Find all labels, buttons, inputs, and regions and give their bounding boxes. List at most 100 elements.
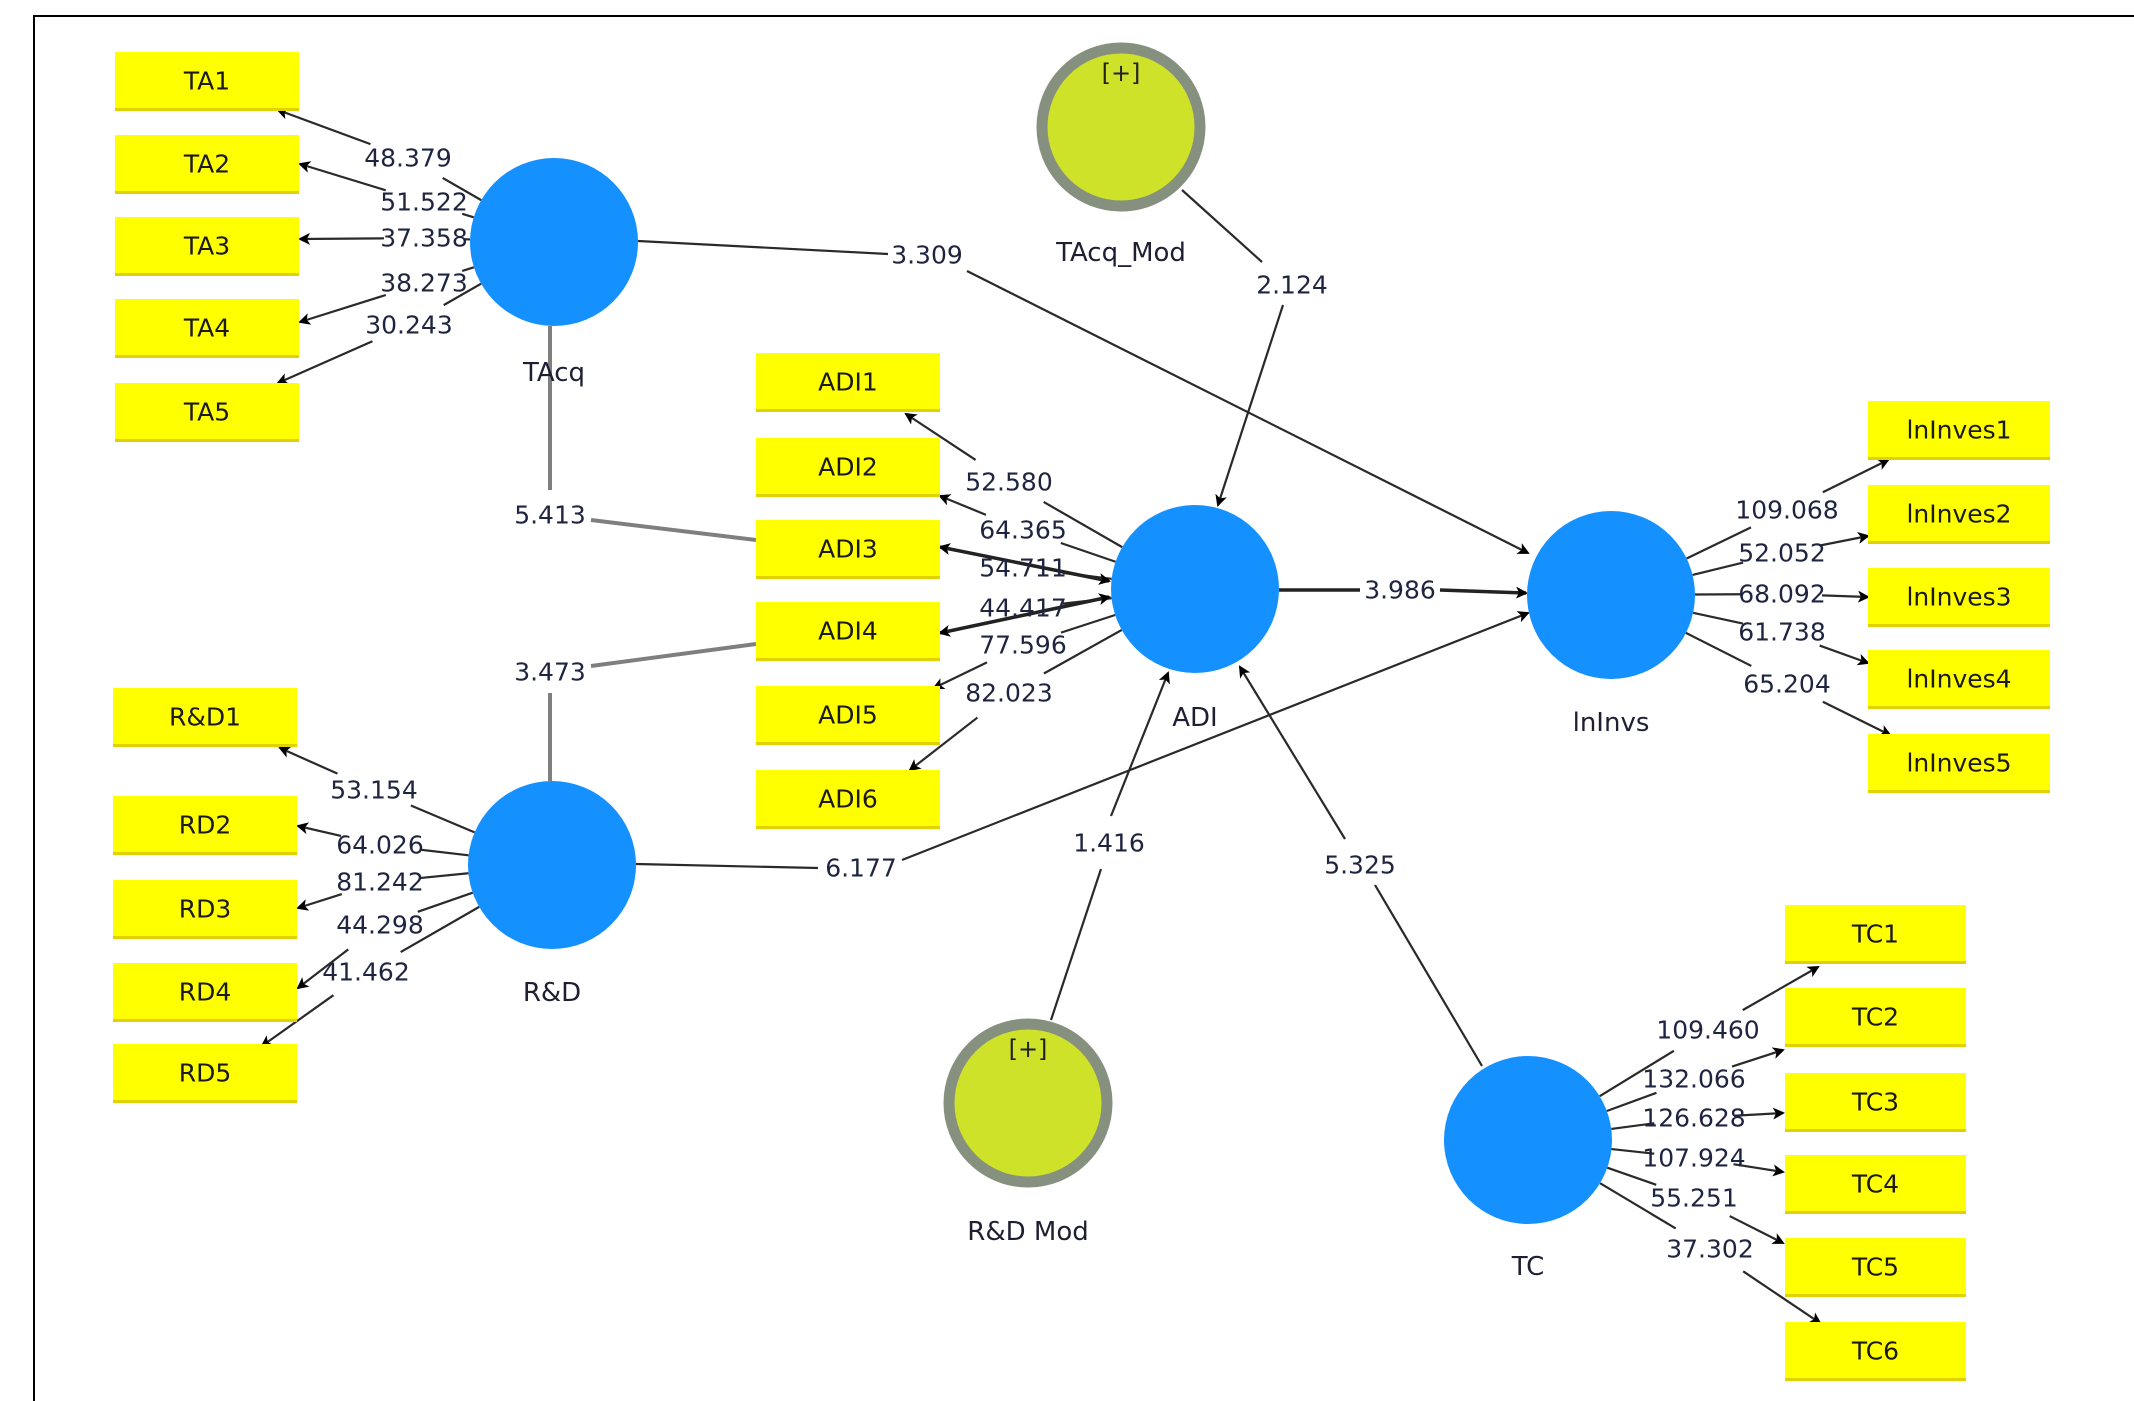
indicator-label: RD4: [179, 978, 232, 1007]
indicator-rd3[interactable]: RD3: [113, 880, 297, 939]
construct-randd[interactable]: R&D: [468, 781, 636, 1008]
indicator-box[interactable]: [1868, 485, 2050, 541]
indicator-box-shadow: [1785, 1127, 1966, 1132]
labels-layer: 48.37951.52237.35838.27330.24352.58064.3…: [322, 144, 1838, 1264]
loading-edge: [1686, 526, 1752, 560]
indicator-tc2[interactable]: TC2: [1785, 988, 1966, 1047]
nodes-layer: TA1TA2TA3TA4TA5ADI1ADI2ADI3ADI4ADI5ADI6R…: [113, 42, 2050, 1381]
loading-value: 126.628: [1642, 1104, 1745, 1133]
moderator-circle[interactable]: [943, 1018, 1113, 1188]
indicator-box[interactable]: [1785, 988, 1966, 1044]
construct-randd-mod[interactable]: [+]R&D Mod: [943, 1018, 1113, 1247]
loading-arrow: [908, 716, 979, 772]
indicator-box[interactable]: [1868, 734, 2050, 790]
indicator-adi6[interactable]: ADI6: [756, 770, 940, 829]
latent-variable-circle[interactable]: [1444, 1056, 1612, 1224]
loading-value: 37.302: [1666, 1235, 1753, 1264]
indicator-ta1[interactable]: TA1: [115, 52, 299, 111]
expand-icon[interactable]: [+]: [1009, 1035, 1048, 1063]
construct-label: ADI: [1172, 703, 1217, 733]
indicator-ta3[interactable]: TA3: [115, 217, 299, 276]
loading-edge: [417, 891, 474, 913]
loading-arrow: [296, 893, 343, 911]
indicator-ta2[interactable]: TA2: [115, 135, 299, 194]
expand-icon[interactable]: [+]: [1102, 59, 1141, 87]
indicator-box[interactable]: [1868, 401, 2050, 457]
construct-tacq-mod[interactable]: [+]TAcq_Mod: [1036, 42, 1206, 268]
indicator-box[interactable]: [1868, 650, 2050, 706]
indicator-box[interactable]: [756, 602, 940, 658]
indicator-adi2[interactable]: ADI2: [756, 438, 940, 497]
construct-tc[interactable]: TC: [1444, 1056, 1612, 1282]
indicator-box[interactable]: [1785, 905, 1966, 961]
latent-variable-circle[interactable]: [1111, 505, 1279, 673]
indicator-tc1[interactable]: TC1: [1785, 905, 1966, 964]
indicator-box-shadow: [113, 1098, 297, 1103]
indicator-lninves1[interactable]: lnInves1: [1868, 401, 2050, 460]
loading-arrow: [298, 293, 387, 325]
indicator-box-shadow: [113, 742, 297, 747]
indicator-rd5[interactable]: RD5: [113, 1044, 297, 1103]
path-edge-tc-adi: [1374, 884, 1483, 1067]
indicator-rd2[interactable]: RD2: [113, 796, 297, 855]
indicator-tc6[interactable]: TC6: [1785, 1322, 1966, 1381]
indicator-adi3[interactable]: ADI3: [756, 520, 940, 579]
loading-arrow: [298, 161, 387, 192]
indicator-box[interactable]: [113, 688, 297, 744]
indicator-box[interactable]: [115, 52, 299, 108]
indicator-adi1[interactable]: ADI1: [756, 353, 940, 412]
indicator-randd1[interactable]: R&D1: [113, 688, 297, 747]
indicator-box[interactable]: [115, 217, 299, 273]
loading-value: 53.154: [330, 776, 417, 805]
indicator-lninves4[interactable]: lnInves4: [1868, 650, 2050, 709]
moderator-circle[interactable]: [1036, 42, 1206, 212]
indicator-box[interactable]: [113, 963, 297, 1019]
indicator-box[interactable]: [1785, 1155, 1966, 1211]
indicator-box[interactable]: [1785, 1238, 1966, 1294]
indicator-adi4[interactable]: ADI4: [756, 602, 940, 661]
indicator-ta4[interactable]: TA4: [115, 299, 299, 358]
loading-edge: [1611, 1147, 1655, 1155]
indicator-box[interactable]: [756, 353, 940, 409]
indicator-label: TC6: [1851, 1337, 1899, 1366]
path-edge-rdmod-adi: [1109, 671, 1170, 817]
indicator-ta5[interactable]: TA5: [115, 383, 299, 442]
loading-arrow: [1822, 700, 1892, 736]
construct-adi[interactable]: ADI: [1111, 505, 1279, 733]
indicator-box[interactable]: [113, 880, 297, 936]
indicator-box[interactable]: [115, 299, 299, 355]
indicator-tc5[interactable]: TC5: [1785, 1238, 1966, 1297]
indicator-lninves3[interactable]: lnInves3: [1868, 568, 2050, 627]
indicator-adi5[interactable]: ADI5: [756, 686, 940, 745]
indicator-box[interactable]: [756, 686, 940, 742]
indicator-box-shadow: [1868, 704, 2050, 709]
indicator-tc4[interactable]: TC4: [1785, 1155, 1966, 1214]
construct-tacq[interactable]: TAcq: [470, 158, 638, 388]
indicator-tc3[interactable]: TC3: [1785, 1073, 1966, 1132]
indicator-label: RD5: [179, 1059, 232, 1088]
indicator-box[interactable]: [113, 1044, 297, 1100]
latent-variable-circle[interactable]: [470, 158, 638, 326]
indicator-box[interactable]: [1785, 1073, 1966, 1129]
indicator-rd4[interactable]: RD4: [113, 963, 297, 1022]
loading-arrow: [1742, 1270, 1822, 1325]
indicator-box[interactable]: [756, 770, 940, 826]
loading-edge: [1060, 541, 1116, 563]
indicator-lninves2[interactable]: lnInves2: [1868, 485, 2050, 544]
latent-variable-circle[interactable]: [468, 781, 636, 949]
construct-label: lnInvs: [1573, 708, 1650, 738]
indicator-label: R&D1: [169, 703, 241, 732]
indicator-box[interactable]: [1868, 568, 2050, 624]
indicator-box-shadow: [756, 574, 940, 579]
indicator-box[interactable]: [756, 438, 940, 494]
indicator-box[interactable]: [1785, 1322, 1966, 1378]
construct-lninvs[interactable]: lnInvs: [1527, 511, 1695, 738]
loading-arrow: [1819, 644, 1870, 666]
indicator-box[interactable]: [756, 520, 940, 576]
indicator-box[interactable]: [115, 383, 299, 439]
latent-variable-circle[interactable]: [1527, 511, 1695, 679]
indicator-box[interactable]: [115, 135, 299, 191]
indicator-lninves5[interactable]: lnInves5: [1868, 734, 2050, 793]
indicator-box[interactable]: [113, 796, 297, 852]
